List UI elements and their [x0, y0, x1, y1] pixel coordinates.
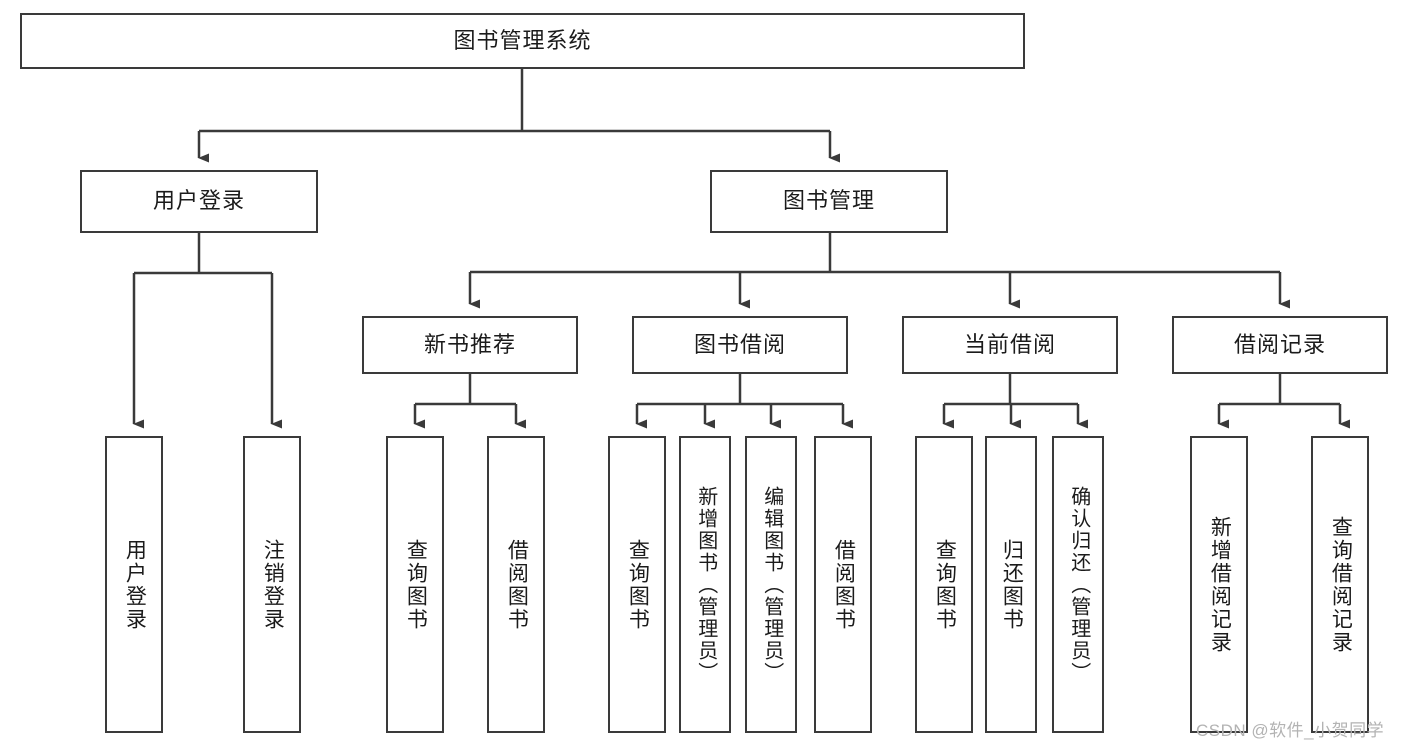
- leaf-borrow-books-new[interactable]: 借阅图书: [487, 436, 545, 733]
- leaf-add-borrow-record[interactable]: 新增借阅记录: [1190, 436, 1248, 733]
- node-label: 查询图书: [404, 538, 428, 631]
- node-book-borrowing[interactable]: 图书借阅: [632, 316, 848, 374]
- node-label: 用户登录: [123, 538, 147, 631]
- node-label: 图书管理: [782, 188, 875, 214]
- leaf-query-books-current[interactable]: 查询图书: [915, 436, 973, 733]
- node-current-borrowing[interactable]: 当前借阅: [902, 316, 1118, 374]
- node-label: 用户登录: [152, 188, 245, 214]
- node-label: 归还图书: [1000, 538, 1024, 631]
- leaf-logout[interactable]: 注销登录: [243, 436, 301, 733]
- node-label: 确认归还（管理员）: [1067, 485, 1090, 684]
- leaf-query-books-borrow[interactable]: 查询图书: [608, 436, 666, 733]
- leaf-confirm-return-admin[interactable]: 确认归还（管理员）: [1052, 436, 1104, 733]
- node-borrow-records[interactable]: 借阅记录: [1172, 316, 1388, 374]
- node-label: 当前借阅: [963, 331, 1056, 357]
- node-label: 注销登录: [261, 538, 285, 631]
- leaf-user-login[interactable]: 用户登录: [105, 436, 163, 733]
- leaf-add-book-admin[interactable]: 新增图书（管理员）: [679, 436, 731, 733]
- leaf-edit-book-admin[interactable]: 编辑图书（管理员）: [745, 436, 797, 733]
- node-label: 编辑图书（管理员）: [760, 485, 783, 684]
- node-new-book-recommendation[interactable]: 新书推荐: [362, 316, 578, 374]
- node-label: 查询图书: [626, 538, 650, 631]
- node-label: 新增图书（管理员）: [694, 485, 717, 684]
- node-label: 借阅记录: [1233, 331, 1326, 357]
- node-label: 借阅图书: [832, 538, 856, 631]
- node-label: 新增借阅记录: [1208, 515, 1232, 654]
- node-root-book-management-system[interactable]: 图书管理系统: [20, 13, 1025, 69]
- node-label: 图书管理系统: [453, 27, 592, 53]
- node-book-management[interactable]: 图书管理: [710, 170, 948, 233]
- leaf-query-books-new[interactable]: 查询图书: [386, 436, 444, 733]
- node-label: 借阅图书: [505, 538, 529, 631]
- leaf-borrow-books[interactable]: 借阅图书: [814, 436, 872, 733]
- node-label: 新书推荐: [423, 331, 516, 357]
- node-label: 查询图书: [933, 538, 957, 631]
- node-label: 图书借阅: [693, 331, 786, 357]
- node-user-login[interactable]: 用户登录: [80, 170, 318, 233]
- node-label: 查询借阅记录: [1329, 515, 1353, 654]
- leaf-return-books[interactable]: 归还图书: [985, 436, 1037, 733]
- leaf-query-borrow-record[interactable]: 查询借阅记录: [1311, 436, 1369, 733]
